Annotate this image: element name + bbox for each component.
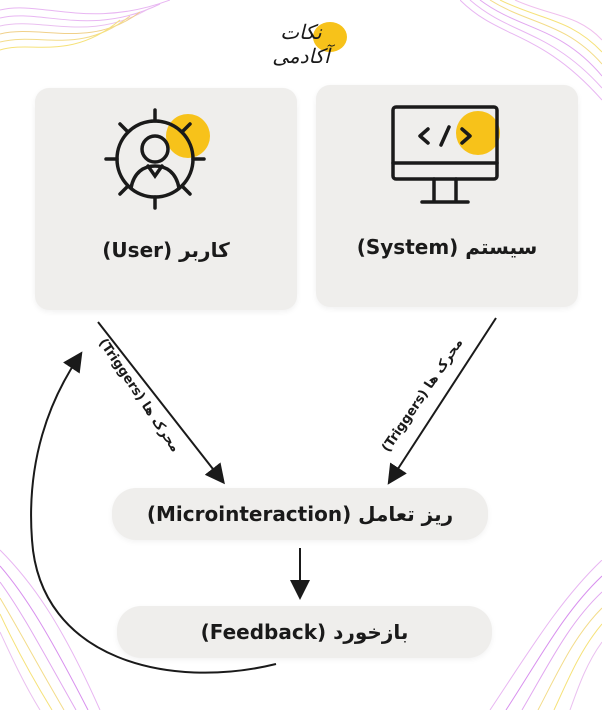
microinteraction-label: ریز تعامل (Microinteraction) [146,502,454,526]
wave-decoration-top-right [460,0,602,101]
user-target-icon [104,108,210,210]
logo: نکات آکادمی [255,18,347,68]
wave-decoration-bottom-left [0,549,101,710]
user-card-label: کاربر (User) [102,238,230,262]
wave-decoration-bottom-right [489,560,602,710]
microinteraction-node: ریز تعامل (Microinteraction) [112,488,488,540]
feedback-to-user-loop-arrow [30,351,277,674]
user-to-micro-arrow [97,321,225,485]
user-card: کاربر (User) [35,88,297,310]
system-card: سیستم (System) [316,85,578,307]
feedback-node: بازخورد (Feedback) [117,606,492,658]
feedback-label: بازخورد (Feedback) [200,620,409,644]
system-to-micro-arrow [387,317,497,485]
wave-decoration-top-left [0,0,170,51]
logo-text: نکات آکادمی [272,20,330,68]
monitor-code-icon [391,105,500,204]
system-card-label: سیستم (System) [356,235,538,259]
logo-accent-blob [313,22,347,52]
